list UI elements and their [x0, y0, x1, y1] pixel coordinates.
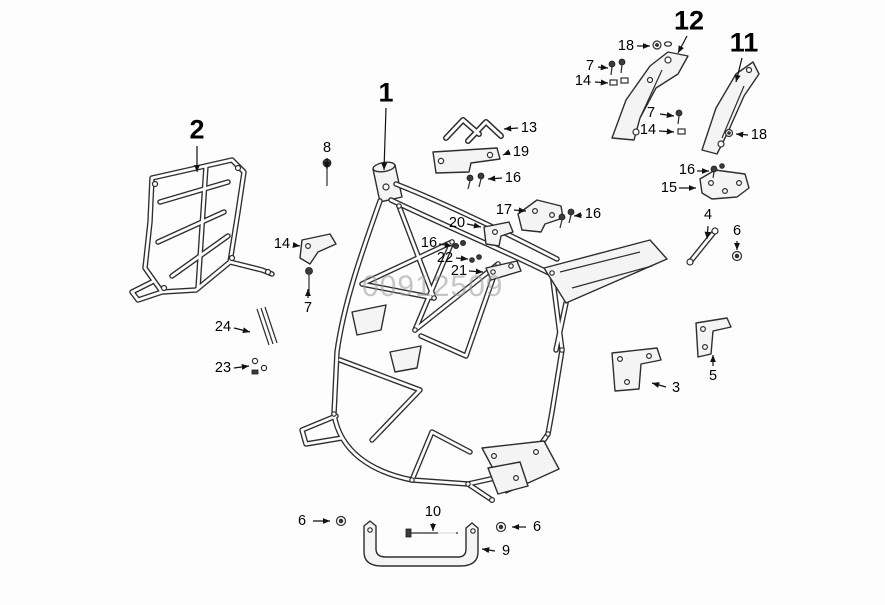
callout-17: 17 — [495, 201, 513, 218]
callout-arrow-14 — [292, 242, 301, 248]
callout-arrow-20 — [466, 222, 482, 229]
callout-16: 16 — [504, 169, 522, 186]
part-6-washer-left-drawing — [335, 515, 347, 527]
callout-7: 7 — [646, 104, 656, 121]
part-2-front-bracket-drawing — [129, 157, 275, 303]
part-7-screws-top-drawing — [608, 58, 626, 76]
part-20-bracket-drawing — [483, 221, 514, 247]
callout-18: 18 — [617, 37, 635, 54]
callout-11: 11 — [729, 27, 759, 58]
part-12-bracket-drawing — [611, 51, 689, 141]
callout-arrow-9 — [481, 547, 496, 554]
callout-arrow-14 — [658, 128, 675, 135]
callout-arrow-16 — [438, 241, 453, 248]
part-1-main-frame-drawing — [299, 161, 668, 504]
callout-15: 15 — [660, 179, 678, 196]
callout-arrow-16 — [487, 175, 503, 182]
part-7-screw-right-drawing — [675, 109, 683, 125]
part-13-chevron-brackets-drawing — [443, 117, 504, 144]
callout-1: 1 — [378, 77, 394, 108]
callout-4: 4 — [703, 206, 713, 223]
callout-arrow-22 — [455, 255, 469, 262]
callout-9: 9 — [501, 542, 511, 559]
part-16-screw-right-drawing — [710, 163, 725, 179]
callout-23: 23 — [214, 359, 232, 376]
callout-arrow-11 — [734, 57, 743, 83]
callout-16: 16 — [420, 234, 438, 251]
part-23-fasteners-drawing — [251, 357, 268, 375]
part-18-pin-top-drawing — [652, 40, 673, 50]
callout-arrow-19 — [502, 149, 511, 156]
part-6-washer-upper-right-drawing — [731, 250, 743, 262]
part-18-pin-right-drawing — [724, 128, 734, 138]
callout-arrow-16 — [573, 212, 583, 219]
callout-arrow-21 — [468, 268, 484, 275]
callout-21: 21 — [450, 262, 468, 279]
part-17-bracket-drawing — [517, 199, 564, 233]
callout-5: 5 — [708, 367, 718, 384]
callout-3: 3 — [671, 379, 681, 396]
callout-arrow-3 — [651, 382, 667, 388]
part-3-bracket-drawing — [611, 347, 662, 392]
callout-arrow-14 — [594, 79, 609, 86]
callout-7: 7 — [585, 57, 595, 74]
part-19-bracket-drawing — [432, 147, 501, 174]
callout-arrow-24 — [233, 327, 251, 334]
callout-12: 12 — [673, 5, 705, 36]
part-6-washer-right-drawing — [495, 521, 507, 533]
part-15-bracket-drawing — [699, 169, 750, 200]
callout-arrow-17 — [513, 207, 527, 214]
callout-arrow-7 — [597, 64, 609, 71]
callout-13: 13 — [520, 119, 538, 136]
callout-arrow-13 — [503, 125, 519, 132]
callout-arrow-4 — [704, 225, 711, 240]
callout-16: 16 — [678, 161, 696, 178]
part-10-bolt-drawing — [405, 528, 458, 538]
callout-16: 16 — [584, 205, 602, 222]
part-16-screws-left-drawing — [452, 239, 466, 249]
callout-18: 18 — [750, 126, 768, 143]
callout-22: 22 — [436, 249, 454, 266]
part-9-bottom-bracket-drawing — [363, 520, 479, 567]
callout-8: 8 — [322, 139, 332, 156]
watermark-text: 00912509 — [362, 270, 504, 303]
part-14-spacers-top-drawing — [609, 77, 629, 86]
callout-6: 6 — [732, 222, 742, 239]
callout-20: 20 — [448, 214, 466, 231]
part-21-bracket-drawing — [485, 260, 522, 281]
callout-19: 19 — [512, 143, 530, 160]
callout-arrow-23 — [233, 363, 250, 370]
part-16-screws-under-19-drawing — [466, 172, 485, 190]
callout-arrow-7 — [659, 112, 675, 118]
part-14-left-stay-drawing — [299, 233, 337, 265]
part-22-screws-drawing — [469, 254, 482, 263]
callout-10: 10 — [424, 503, 442, 520]
callout-14: 14 — [639, 121, 657, 138]
callout-7: 7 — [303, 299, 313, 316]
part-16-screws-mid-drawing — [558, 208, 575, 229]
callout-14: 14 — [574, 72, 592, 89]
callout-14: 14 — [273, 235, 291, 252]
part-24-strips-drawing — [256, 306, 278, 346]
callout-2: 2 — [189, 114, 205, 145]
part-5-bracket-drawing — [695, 317, 732, 358]
part-11-bracket-drawing — [701, 61, 760, 155]
callout-arrow-18 — [735, 131, 749, 138]
part-14-spacer-right-drawing — [677, 128, 686, 135]
callout-6: 6 — [532, 518, 542, 535]
callout-6: 6 — [297, 512, 307, 529]
callout-24: 24 — [214, 318, 232, 335]
callout-arrow-12 — [677, 35, 688, 54]
part-4-stay-drawing — [686, 227, 719, 266]
callout-arrow-1 — [381, 107, 388, 171]
